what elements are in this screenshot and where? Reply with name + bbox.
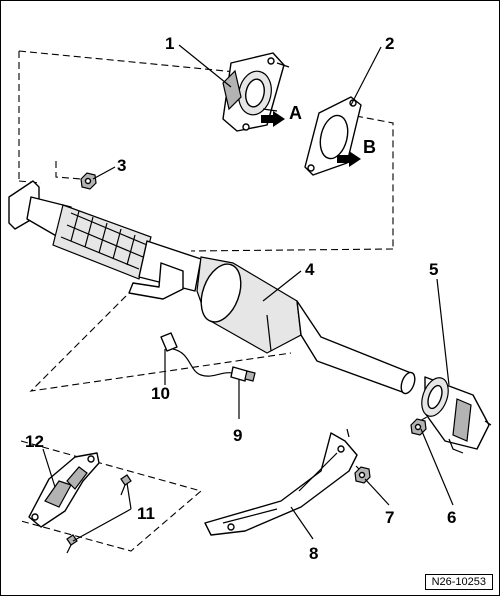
callout-8: 8 (309, 544, 318, 563)
callout-10: 10 (151, 384, 170, 403)
callout-1: 1 (165, 34, 174, 53)
arrow-a-label: A (289, 103, 302, 123)
callout-2: 2 (385, 34, 394, 53)
part-7-nut (354, 466, 371, 484)
callout-7: 7 (385, 508, 394, 527)
part-3-nut (80, 172, 97, 190)
callout-3: 3 (117, 156, 126, 175)
part-1-flange-gasket-assembly (222, 52, 290, 132)
part-4-front-pipe-catalytic-converter (8, 180, 416, 395)
part-9-10-oxygen-sensor (160, 332, 256, 382)
callout-6: 6 (447, 508, 456, 527)
part-5-clamp (421, 376, 492, 454)
arrow-b (337, 151, 361, 167)
part-8-bracket (204, 428, 358, 536)
callout-12: 12 (25, 432, 44, 451)
callout-11: 11 (137, 504, 155, 523)
callout-5: 5 (429, 260, 438, 279)
document-reference-code: N26-10253 (424, 574, 493, 590)
arrow-b-label: B (363, 137, 376, 157)
part-11-12-heat-shield (28, 452, 132, 554)
assembly-dashed-lines (18, 50, 442, 552)
callout-labels: 1 2 3 4 5 6 7 8 9 10 11 12 A B (25, 34, 456, 563)
arrow-a (261, 111, 285, 127)
callout-9: 9 (233, 426, 242, 445)
leader-lines (42, 44, 454, 542)
part-6-nut (410, 418, 427, 436)
callout-4: 4 (305, 260, 315, 279)
